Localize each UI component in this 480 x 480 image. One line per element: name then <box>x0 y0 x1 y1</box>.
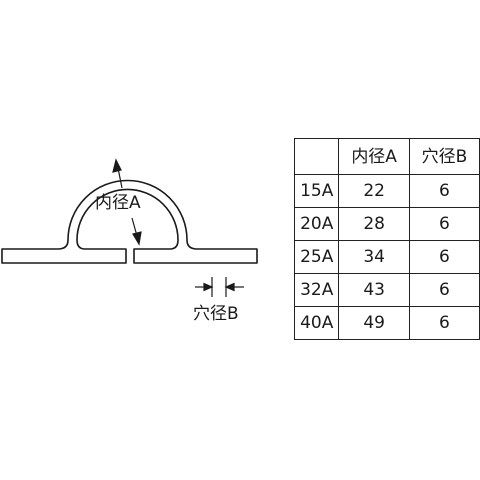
inner-diameter-cell: 34 <box>338 240 410 274</box>
table-row: 32A 43 6 <box>293 273 480 307</box>
inner-diameter-cell: 28 <box>338 207 410 241</box>
hole-diameter-dimension <box>195 277 244 297</box>
inner-diameter-dimension <box>112 158 142 246</box>
hole-diameter-cell: 6 <box>408 174 480 208</box>
hole-diameter-cell: 6 <box>408 207 480 241</box>
size-cell: 20A <box>293 207 340 241</box>
inner-diameter-label: 内径A <box>95 193 141 213</box>
hole-diameter-cell: 6 <box>408 240 480 274</box>
dimension-table: 内径A 穴径B 15A 22 6 20A 28 6 25A 34 6 32A 4… <box>293 138 480 340</box>
size-cell: 25A <box>293 240 340 274</box>
table-row: 25A 34 6 <box>293 240 480 274</box>
arrowhead-top <box>112 158 122 173</box>
hole-diameter-cell: 6 <box>408 273 480 307</box>
arrowhead-right <box>224 282 235 292</box>
hole-diameter-label: 穴径B <box>193 304 239 324</box>
table-row: 20A 28 6 <box>293 207 480 241</box>
band-outline <box>1 179 258 264</box>
inner-diameter-cell: 22 <box>338 174 410 208</box>
size-cell: 40A <box>293 306 340 340</box>
size-cell: 15A <box>293 174 340 208</box>
size-cell: 32A <box>293 273 340 307</box>
table-row: 15A 22 6 <box>293 174 480 208</box>
inner-diameter-cell: 49 <box>338 306 410 340</box>
hole-diameter-cell: 6 <box>408 306 480 340</box>
inner-diameter-cell: 43 <box>338 273 410 307</box>
header-cell-blank <box>293 138 340 175</box>
arrowhead-left <box>203 282 214 292</box>
arrowhead-bottom <box>132 231 142 246</box>
header-cell-hole-diameter: 穴径B <box>408 138 480 175</box>
header-cell-inner-diameter: 内径A <box>338 138 410 175</box>
table-header-row: 内径A 穴径B <box>293 138 480 175</box>
table-row: 40A 49 6 <box>293 306 480 340</box>
